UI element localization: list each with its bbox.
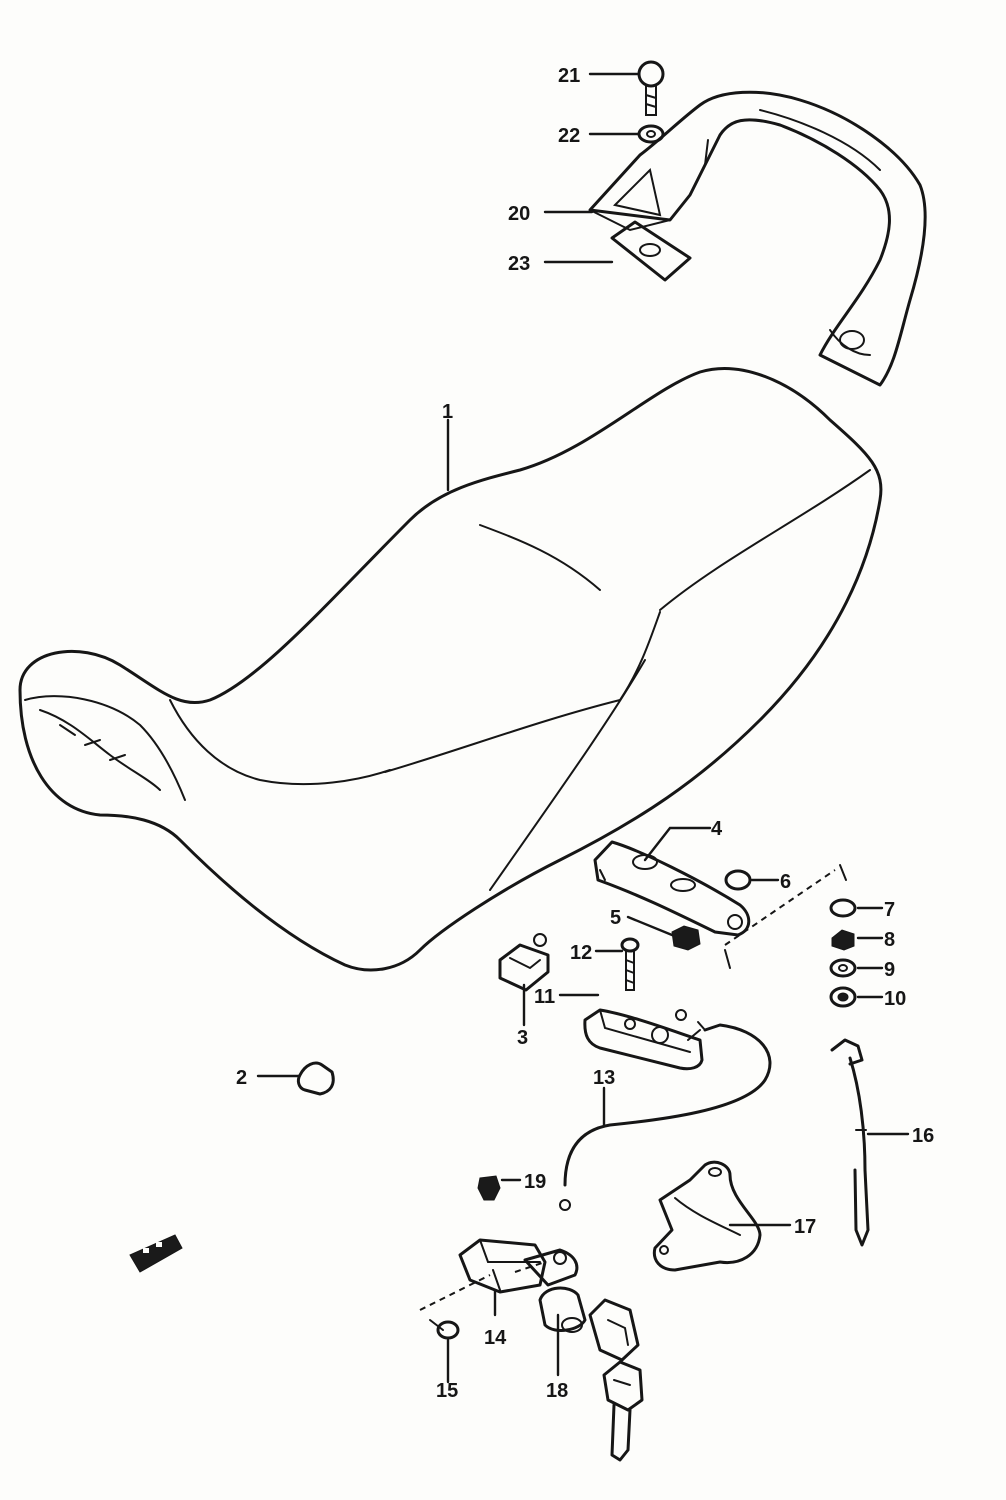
lock-cylinder-part[interactable] bbox=[538, 1286, 587, 1333]
stack-nut-part[interactable] bbox=[831, 929, 855, 951]
plate-part[interactable] bbox=[610, 220, 692, 282]
callout-5: 5 bbox=[610, 907, 621, 929]
exploded-view-line bbox=[514, 1261, 546, 1273]
callout-12: 12 bbox=[570, 942, 592, 964]
leader-lines bbox=[256, 72, 910, 1384]
seat-lock-cable-part[interactable] bbox=[559, 1009, 772, 1211]
callout-7: 7 bbox=[884, 899, 895, 921]
seat-hook-part[interactable] bbox=[498, 933, 550, 992]
exploded-view-tick bbox=[724, 864, 847, 969]
seat-lock-bracket-part[interactable] bbox=[593, 840, 751, 937]
callout-4: 4 bbox=[711, 818, 723, 840]
collar-part[interactable] bbox=[724, 869, 752, 891]
washer-part[interactable] bbox=[637, 124, 665, 144]
helmet-holder-rod-part[interactable] bbox=[830, 1038, 870, 1247]
key-part[interactable] bbox=[588, 1298, 644, 1462]
callout-23: 23 bbox=[508, 253, 530, 275]
mount-screw-part[interactable] bbox=[429, 1319, 460, 1340]
seat-latch-part[interactable] bbox=[583, 1008, 704, 1071]
callout-9: 9 bbox=[884, 959, 895, 981]
callout-3: 3 bbox=[517, 1027, 528, 1049]
latch-bolt-part[interactable] bbox=[620, 937, 640, 991]
exploded-view-line bbox=[724, 869, 836, 946]
callout-19: 19 bbox=[524, 1171, 546, 1193]
callout-16: 16 bbox=[912, 1125, 934, 1147]
callout-2: 2 bbox=[236, 1067, 247, 1089]
callout-15: 15 bbox=[436, 1380, 458, 1402]
callout-8: 8 bbox=[884, 929, 895, 951]
callout-20: 20 bbox=[508, 203, 530, 225]
screw-part[interactable] bbox=[477, 1175, 501, 1201]
bolt-part[interactable] bbox=[637, 60, 665, 116]
exploded-view-line bbox=[419, 1274, 491, 1311]
callout-6: 6 bbox=[780, 871, 791, 893]
callout-10: 10 bbox=[884, 988, 906, 1010]
callout-18: 18 bbox=[546, 1380, 568, 1402]
cushion-part[interactable] bbox=[296, 1061, 335, 1096]
stack-spacer-part[interactable] bbox=[829, 958, 857, 978]
stack-washer-part[interactable] bbox=[829, 898, 857, 918]
seat-part[interactable] bbox=[18, 367, 883, 972]
callout-14: 14 bbox=[484, 1327, 507, 1349]
lock-bracket-part[interactable] bbox=[458, 1238, 579, 1294]
helmet-holder-part[interactable] bbox=[652, 1160, 762, 1272]
stack-grommet-part[interactable] bbox=[829, 986, 857, 1008]
callout-17: 17 bbox=[794, 1216, 816, 1238]
callout-13: 13 bbox=[593, 1067, 615, 1089]
front-direction-arrow-icon bbox=[129, 1234, 183, 1273]
nut-part[interactable] bbox=[671, 925, 701, 951]
callout-11: 11 bbox=[534, 986, 555, 1008]
callout-1: 1 bbox=[442, 401, 453, 423]
callout-22: 22 bbox=[558, 125, 580, 147]
grab-rail-part[interactable] bbox=[588, 90, 927, 387]
callout-21: 21 bbox=[558, 65, 580, 87]
